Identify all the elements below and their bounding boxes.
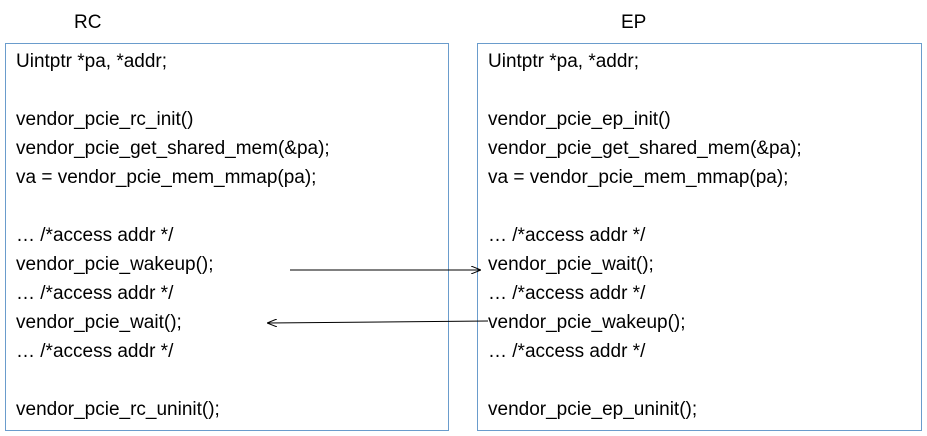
ep-code-line: vendor_pcie_get_shared_mem(&pa);: [488, 138, 802, 159]
ep-code-line: vendor_pcie_ep_init(): [488, 109, 671, 130]
rc-code-line: … /*access addr */: [16, 225, 174, 246]
ep-code-line: vendor_pcie_ep_uninit();: [488, 399, 698, 420]
rc-code-line: vendor_pcie_wakeup();: [16, 254, 214, 275]
ep-code-line: … /*access addr */: [488, 225, 646, 246]
ep-code-line: … /*access addr */: [488, 283, 646, 304]
rc-code-line: vendor_pcie_wait();: [16, 312, 182, 333]
rc-code-line: vendor_pcie_rc_uninit();: [16, 399, 220, 420]
rc-code-line: vendor_pcie_get_shared_mem(&pa);: [16, 138, 330, 159]
rc-code-line: … /*access addr */: [16, 341, 174, 362]
rc-code-line: va = vendor_pcie_mem_mmap(pa);: [16, 167, 317, 188]
rc-code-line: … /*access addr */: [16, 283, 174, 304]
ep-code-line: Uintptr *pa, *addr;: [488, 51, 640, 72]
ep-code-line: vendor_pcie_wait();: [488, 254, 654, 275]
ep-column-title: EP: [621, 12, 647, 33]
ep-code-line: va = vendor_pcie_mem_mmap(pa);: [488, 167, 789, 188]
rc-column-title: RC: [74, 12, 102, 33]
ep-code-line: vendor_pcie_wakeup();: [488, 312, 686, 333]
ep-code-line: … /*access addr */: [488, 341, 646, 362]
rc-code-panel: Uintptr *pa, *addr; vendor_pcie_rc_init(…: [5, 43, 449, 431]
rc-code-line: Uintptr *pa, *addr;: [16, 51, 168, 72]
ep-code-panel: Uintptr *pa, *addr; vendor_pcie_ep_init(…: [477, 43, 922, 431]
rc-code-line: vendor_pcie_rc_init(): [16, 109, 194, 130]
